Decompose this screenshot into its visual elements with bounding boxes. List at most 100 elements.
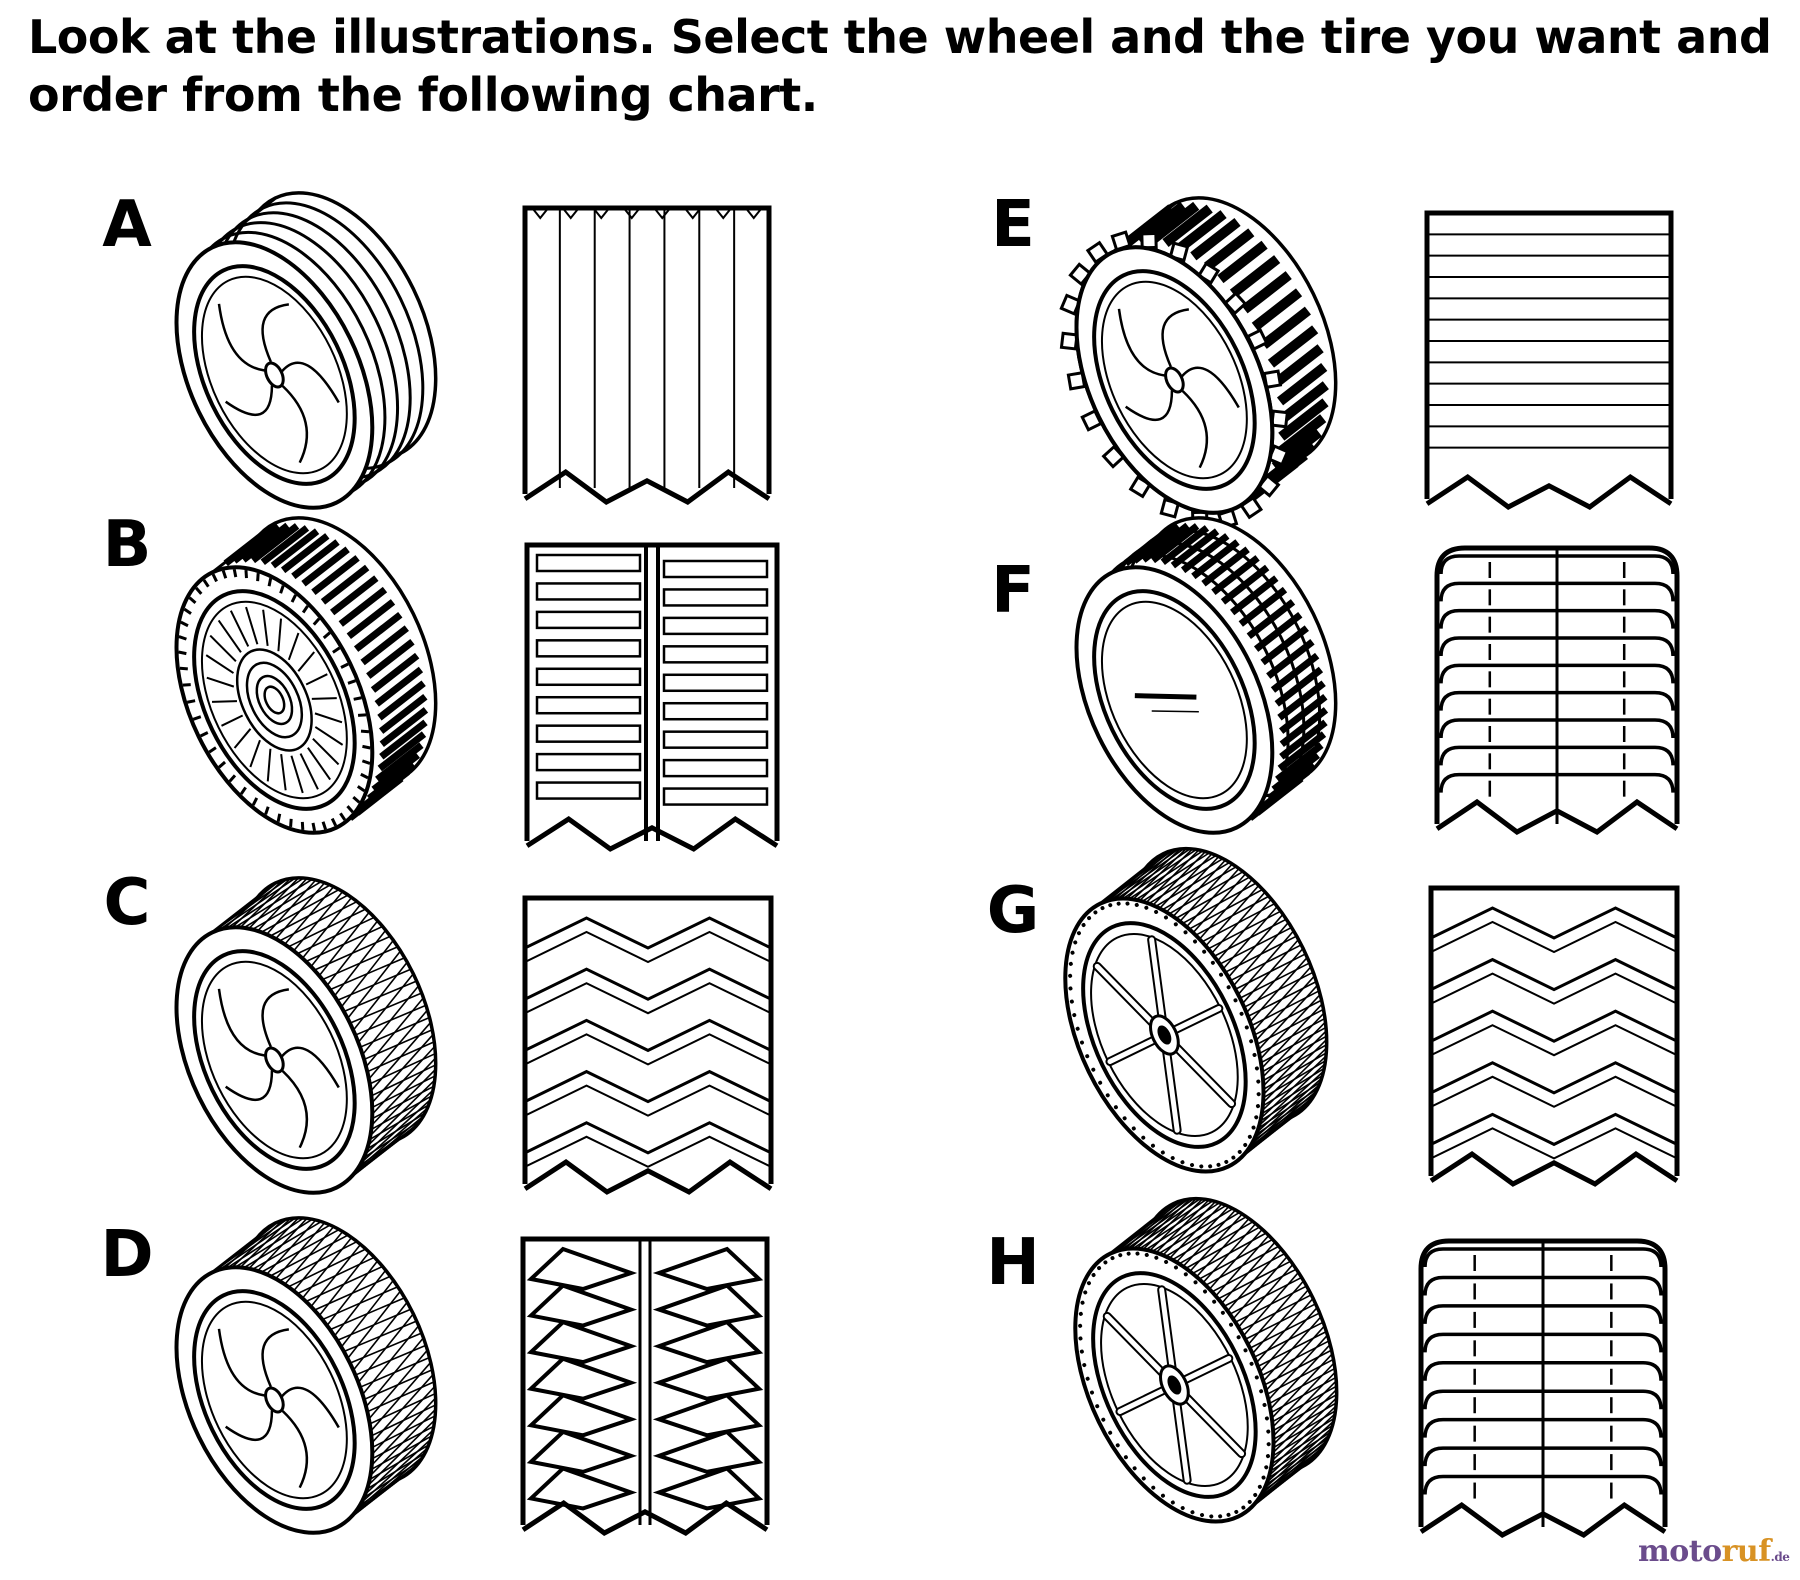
tread-block [1229,255,1281,298]
knurl-dot [1068,973,1073,978]
knurl-dot [1243,1142,1248,1147]
hub-rib [305,673,328,686]
edge-notch [178,635,187,641]
tread-block [377,680,426,721]
lug-block [652,1246,764,1292]
knurl-dot [1226,1512,1231,1517]
knurl-dot [1110,1256,1115,1261]
knurl-dot [1202,949,1207,954]
tread-bar [535,695,642,715]
knurl-dot [1089,1390,1094,1395]
cap-highlight [1134,693,1197,700]
edge-notch [360,729,370,734]
tread-block [346,599,396,640]
wheel-body [174,516,438,835]
tread-swatch [520,1236,770,1536]
tread-pattern-f [1434,545,1680,835]
tread-block [1251,288,1303,331]
tread-block [375,742,424,783]
knurl-dot [1087,916,1092,921]
edge-notch [199,731,209,738]
knurl-dot [1209,1514,1214,1519]
swatch-outline [522,205,772,494]
knurl-dot [1160,1493,1165,1498]
hub-axle [1157,1025,1172,1045]
tread-block [1204,228,1255,271]
edge-notch [301,605,309,614]
tread-block [320,564,370,605]
tread-pattern-c [522,895,774,1195]
hub-spoke [281,1046,340,1089]
hub-rib [266,748,272,782]
tread-swatch [1434,545,1680,835]
wrap-bar [1423,1361,1663,1381]
knurl-dot [1115,1443,1120,1448]
hub-spoke [281,1386,340,1429]
edge-notch [360,772,369,780]
chevron-line [1430,972,1678,1006]
edge-notch [352,795,361,804]
knurl-dot [1154,909,1159,914]
watermark-part2: ruf [1721,1534,1772,1569]
hub-rib [262,609,269,646]
swatch-outline [1428,885,1680,1176]
hub-spoke [261,1328,290,1388]
edge-notch [300,821,305,831]
hub-rib [280,754,287,791]
knurl-dot [1068,961,1073,966]
knurl-dot [1249,1039,1254,1044]
tread-block [353,611,403,652]
tread-bar [535,582,642,601]
knurl-dot [1163,915,1168,920]
hub-axle [264,1386,285,1414]
edge-notch [267,578,273,587]
knurl-dot [1069,999,1074,1004]
knurl-dot [1193,939,1198,944]
knurl-dot [1070,950,1075,955]
hub-ring [263,685,286,715]
tread-block [1278,398,1329,441]
tread-hatch [357,1313,414,1383]
knurl-dot [1073,940,1078,945]
hub-axle [264,1046,285,1074]
knurl-dot [1256,1079,1261,1084]
wheel-front-face [174,565,375,835]
rib-notch [683,207,702,220]
wheel-rim-ring [1092,269,1257,491]
hub-spoke [1181,366,1240,409]
lug-block [526,1392,638,1438]
edge-notch [183,607,192,615]
lug-block [526,1319,638,1365]
knurl-dot [1193,1280,1198,1285]
knurl-dot [1262,1402,1267,1407]
wrap-bar [1423,1389,1663,1410]
wheel-body [174,1216,438,1535]
knurl-dot [1141,1476,1146,1481]
tread-block [301,546,350,587]
wheel-h-illustration [1073,1196,1339,1524]
tread-hatch [326,1260,379,1327]
tread-block [1260,306,1311,349]
wheel-rim-ring [192,1289,357,1511]
knurl-dot [1122,1116,1127,1121]
swatch-torn-edge [1425,473,1673,510]
knurl-dot [1237,1149,1242,1154]
hub-rib [217,619,242,653]
option-label-h: H [986,1226,1040,1300]
knurl-dot [1173,1265,1178,1270]
wheel-rim-ring [1092,589,1257,811]
wheel-body [1073,1196,1339,1524]
knurl-dot [1229,1322,1234,1327]
watermark-tld: .de [1770,1550,1790,1564]
tread-block [1273,344,1324,387]
tread-swatch [522,205,772,505]
knurl-dot [1134,902,1139,907]
knurl-dot [1200,1513,1205,1518]
edge-notch [232,568,238,578]
knurl-dot [1132,1466,1137,1471]
lug-block [652,1356,764,1401]
wrap-bar [1423,1474,1663,1495]
knurl-dot [1108,903,1113,908]
edge-notch [194,586,203,595]
knurl-dot [1072,1013,1077,1018]
